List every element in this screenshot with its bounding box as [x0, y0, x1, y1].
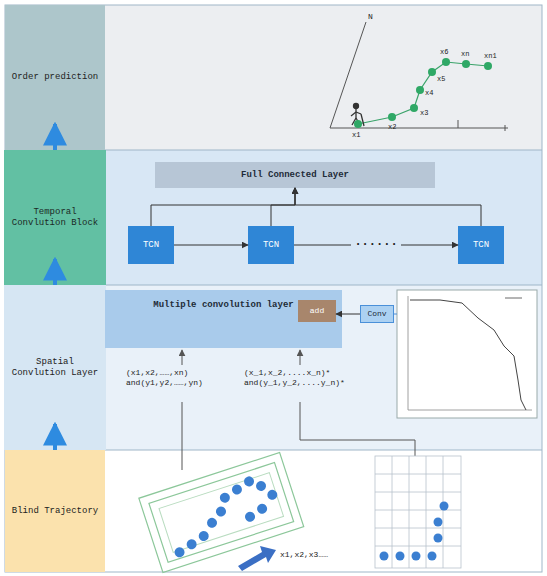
point-label: xn [461, 50, 469, 58]
layer-box: Full Connected Layer [155, 162, 435, 188]
grid [375, 456, 461, 568]
point-label: x4 [425, 89, 433, 97]
frame [5, 5, 542, 572]
connector [271, 188, 295, 226]
band-title: Spatial Convlution Layer [7, 357, 103, 378]
point-label: x3 [420, 109, 428, 117]
connector [336, 314, 360, 315]
box-label: TCN [143, 240, 159, 250]
tick [458, 120, 459, 128]
box-label: Full Connected Layer [241, 170, 349, 180]
band-title: Temporal Convlution Block [7, 207, 103, 228]
flow-arrow [53, 124, 57, 150]
band-label: Blind Trajectory [5, 450, 105, 572]
input-line [182, 402, 183, 470]
point-label: x2 [388, 123, 396, 131]
box-label: TCN [263, 240, 279, 250]
conv-box: Conv [360, 305, 394, 323]
tcn-box: TCN [248, 226, 294, 264]
box-label: Multiple convolution layer [153, 300, 293, 310]
tick [505, 125, 506, 131]
panel [105, 450, 542, 572]
panel [105, 150, 542, 285]
input-arrow [182, 350, 183, 365]
point-label: xn1 [484, 52, 497, 60]
tcn-box: TCN [458, 226, 504, 264]
trajectory-dots [388, 58, 492, 121]
point-label: x1 [352, 131, 360, 139]
box-label: add [310, 306, 324, 315]
box-label: TCN [473, 240, 489, 250]
chart-axis [408, 296, 409, 410]
tcn-box: TCN [128, 226, 174, 264]
loss-chart [397, 290, 537, 418]
chart-curve [410, 300, 526, 410]
trajectory-line [358, 62, 488, 124]
trajectory-dot [354, 120, 362, 128]
panel [105, 5, 542, 150]
layer-box: Multiple convolution layer add [105, 290, 342, 348]
point-label: x6 [440, 48, 448, 56]
band-title: Blind Trajectory [12, 506, 98, 516]
panel [105, 285, 542, 450]
trajectory-sketch [139, 453, 304, 573]
point-label: N [368, 12, 373, 22]
input-label: (x1,x2,……,xn) and(y1,y2,……,yn) [126, 368, 238, 387]
box-label: Conv [367, 309, 386, 318]
chart-link [394, 314, 397, 315]
edge-label: ...... [351, 235, 400, 249]
point-label: x5 [437, 75, 445, 83]
connector [151, 188, 295, 226]
flow-arrow [53, 424, 57, 450]
input-line [300, 402, 415, 456]
direction-arrow [238, 546, 276, 571]
grid-dots [380, 502, 449, 561]
connector [295, 188, 481, 226]
add-box: add [298, 300, 336, 322]
band-title: Order prediction [12, 72, 98, 82]
input-arrow [300, 350, 301, 365]
chart-axis [408, 410, 532, 411]
sequence-label: x1,x2,x3…… [280, 550, 328, 560]
flow-arrow [53, 259, 57, 285]
connector [174, 245, 248, 246]
input-label: (x_1,x_2,....x_n)* and(y_1,y_2,....y_n)* [244, 368, 368, 387]
chart-legend-line [505, 298, 522, 299]
y-axis [330, 22, 366, 128]
